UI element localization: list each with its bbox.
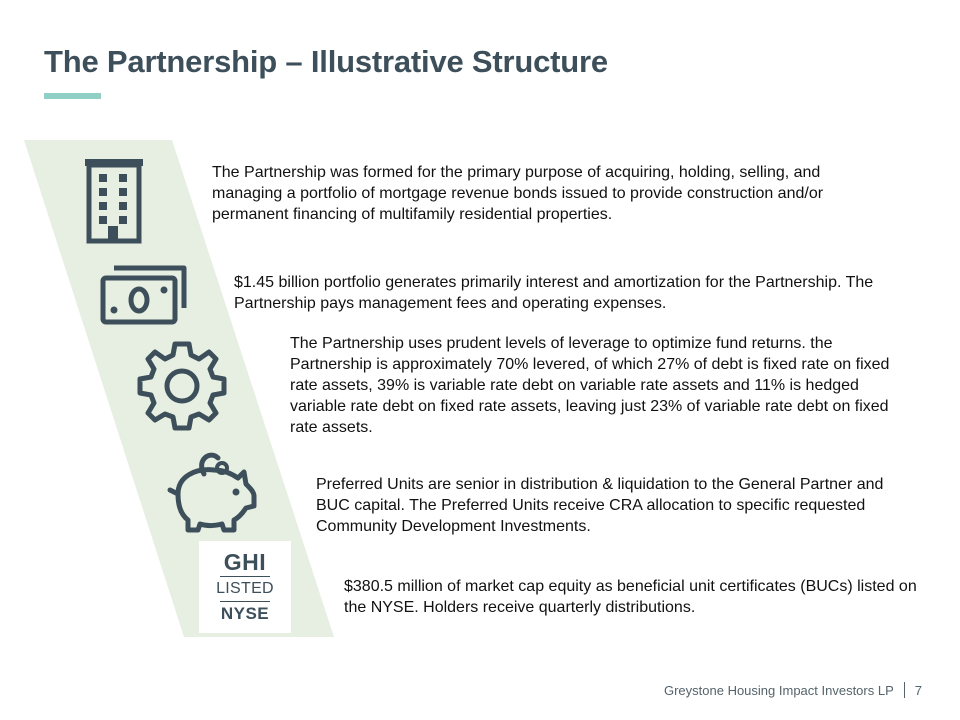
gear-icon (137, 341, 227, 431)
footer-company: Greystone Housing Impact Investors LP (663, 682, 894, 698)
building-icon (85, 159, 143, 244)
money-icon (100, 265, 187, 325)
badge-ghi: GHI (223, 549, 267, 575)
paragraph-purpose: The Partnership was formed for the prima… (212, 164, 824, 223)
footer-separator (903, 682, 905, 698)
title-accent-bar (44, 93, 101, 99)
paragraph-market-cap: $380.5 million of market cap equity as b… (344, 578, 917, 616)
paragraph-preferred-units: Preferred Units are senior in distributi… (316, 476, 884, 535)
badge-rule (220, 576, 270, 577)
ghi-nyse-badge: GHI LISTED NYSE (199, 541, 291, 633)
paragraph-portfolio: $1.45 billion portfolio generates primar… (234, 274, 874, 312)
slide-title: The Partnership – Illustrative Structure (44, 44, 608, 79)
piggy-bank-icon (167, 452, 257, 533)
footer: Greystone Housing Impact Investors LP 7 (664, 682, 922, 698)
paragraph-leverage: The Partnership uses prudent levels of l… (290, 335, 890, 436)
page-number: 7 (914, 682, 922, 698)
badge-nyse: NYSE (220, 604, 270, 623)
badge-listed: LISTED (216, 580, 274, 597)
badge-rule (220, 601, 270, 602)
